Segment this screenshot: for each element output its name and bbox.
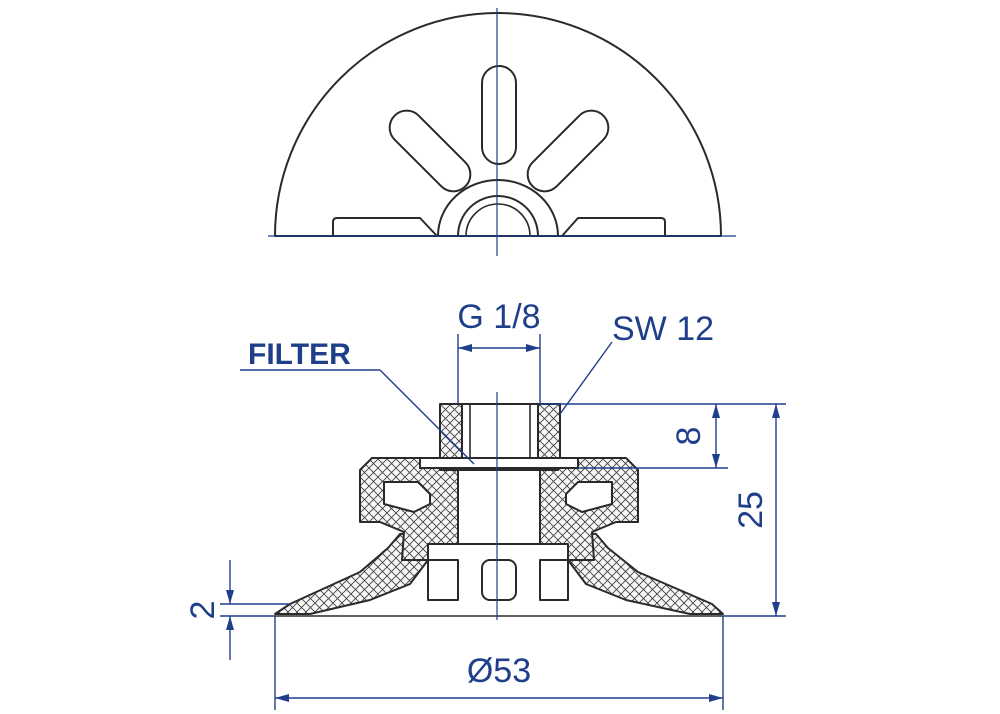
section-threaded-bore bbox=[461, 403, 539, 459]
section-filter-disc bbox=[419, 457, 579, 469]
label-dim-25: 25 bbox=[732, 491, 770, 529]
leader-filter bbox=[379, 369, 475, 465]
leader-wrench bbox=[559, 341, 613, 415]
section-center-channel bbox=[457, 469, 541, 545]
top-view bbox=[268, 8, 736, 256]
label-filter: FILTER bbox=[248, 338, 351, 371]
top-view-hub-bore bbox=[465, 203, 531, 237]
section-insert-pocket-left bbox=[383, 481, 431, 513]
dim-8-arrow-top bbox=[712, 404, 720, 418]
top-view-slot-right bbox=[561, 217, 666, 237]
top-view-slot-diagonal-right bbox=[526, 109, 610, 193]
label-diameter: Ø53 bbox=[467, 652, 531, 690]
dim-dia-arrow-left bbox=[275, 694, 289, 702]
section-fitting-right bbox=[537, 403, 561, 459]
top-view-slot-diagonal-left bbox=[388, 109, 472, 193]
label-wrench: SW 12 bbox=[612, 310, 714, 348]
dim-8-arrow-bottom bbox=[712, 454, 720, 468]
dim-2-arrow-top bbox=[226, 590, 234, 604]
dim-thread-arrow-right bbox=[526, 344, 540, 352]
label-thread: G 1/8 bbox=[457, 298, 540, 336]
top-view-slot-vertical bbox=[481, 65, 517, 165]
label-dim-8: 8 bbox=[670, 427, 708, 446]
dimensions: G 1/8 SW 12 FILTER 8 25 2 bbox=[184, 298, 786, 710]
dim-dia-arrow-right bbox=[709, 694, 723, 702]
top-view-hub-inner bbox=[457, 195, 539, 237]
section-lower-ribs bbox=[427, 559, 569, 601]
top-view-slot-left bbox=[332, 217, 438, 237]
section-lower-slot bbox=[481, 559, 517, 601]
section-fitting-left bbox=[439, 403, 463, 459]
section-view bbox=[274, 392, 724, 620]
dim-25-arrow-top bbox=[772, 404, 780, 418]
label-dim-2: 2 bbox=[184, 601, 222, 620]
section-insert-pocket-right bbox=[565, 481, 613, 513]
dim-thread-arrow-left bbox=[458, 344, 472, 352]
dim-25-arrow-bottom bbox=[772, 602, 780, 616]
dim-2-arrow-bottom bbox=[226, 616, 234, 630]
